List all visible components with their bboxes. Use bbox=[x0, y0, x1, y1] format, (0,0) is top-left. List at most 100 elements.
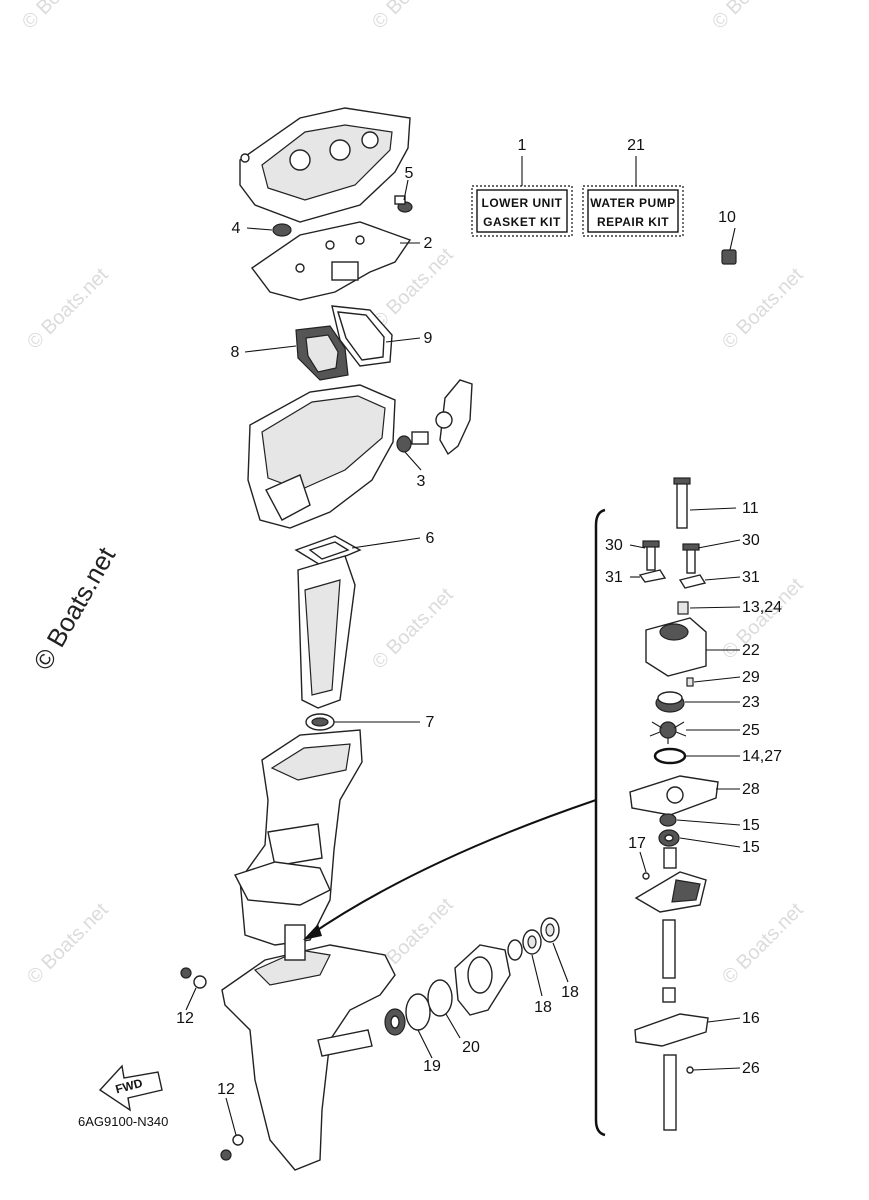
leader-lines bbox=[185, 179, 741, 1136]
watermark: © Boats.net bbox=[368, 0, 458, 34]
callout-12: 12 bbox=[217, 1081, 235, 1098]
watermark: © Boats.net bbox=[23, 899, 113, 989]
part-14-27-oring[interactable] bbox=[653, 747, 687, 765]
watermark-large: © Boats.net bbox=[27, 541, 121, 675]
part-12-bolt-lower[interactable] bbox=[220, 1134, 244, 1161]
part-propeller-housing[interactable] bbox=[454, 939, 523, 1016]
callout-11: 11 bbox=[742, 500, 759, 517]
part-29-pin[interactable] bbox=[686, 677, 694, 687]
part-shaft-lower[interactable] bbox=[663, 1054, 677, 1131]
callout-6: 6 bbox=[426, 530, 435, 547]
callout-label: 21 bbox=[627, 137, 645, 154]
watermark: © Boats.net bbox=[368, 584, 458, 674]
part-bearing[interactable] bbox=[384, 1008, 406, 1036]
part-31-plate-right[interactable] bbox=[678, 574, 707, 589]
callout-26: 26 bbox=[742, 1060, 760, 1077]
callout-label: 1 bbox=[518, 137, 527, 154]
part-lower-housing-upper[interactable] bbox=[247, 384, 396, 529]
part-23-cup[interactable] bbox=[655, 691, 685, 713]
part-26-clip[interactable] bbox=[686, 1066, 694, 1074]
callout-8: 8 bbox=[231, 344, 240, 361]
callout-18: 18 bbox=[561, 984, 579, 1001]
part-pump-base[interactable] bbox=[634, 847, 707, 913]
part-11-bolt[interactable] bbox=[673, 477, 691, 529]
bracket bbox=[594, 508, 606, 1137]
kit-label-line2: GASKET KIT bbox=[483, 215, 561, 229]
callout-31: 31 bbox=[605, 569, 623, 586]
part-upper-casing-top[interactable] bbox=[239, 107, 411, 223]
part-9-gasket[interactable] bbox=[331, 305, 393, 367]
diagram-code: 6AG9100-N340 bbox=[78, 1114, 168, 1129]
part-17-pin[interactable] bbox=[642, 872, 650, 880]
part-2-gasket[interactable] bbox=[251, 221, 412, 301]
callout-14-27: 14,27 bbox=[742, 748, 782, 765]
assembly-arrowhead bbox=[303, 924, 322, 940]
kit-label-line1: WATER PUMP bbox=[590, 196, 675, 210]
callout-13-24: 13,24 bbox=[742, 599, 782, 616]
part-18-seal-a[interactable] bbox=[522, 929, 542, 955]
callout-30: 30 bbox=[605, 537, 623, 554]
part-drive-shaft[interactable] bbox=[662, 919, 676, 1003]
part-30-bolt-left[interactable] bbox=[642, 540, 660, 571]
part-18-seal-b[interactable] bbox=[540, 917, 560, 943]
callout-31: 31 bbox=[742, 569, 760, 586]
part-upper-case-body[interactable] bbox=[233, 729, 363, 946]
callout-4: 4 bbox=[232, 220, 241, 237]
part-3-plug[interactable] bbox=[396, 431, 429, 453]
watermark: © Boats.net bbox=[718, 264, 808, 354]
part-15-seal-upper[interactable] bbox=[659, 813, 677, 827]
watermarks: © Boats.net © Boats.net © Boats.net © Bo… bbox=[18, 0, 808, 989]
callout-5: 5 bbox=[405, 165, 414, 182]
callout-20: 20 bbox=[462, 1039, 480, 1056]
kit-water-pump-repair[interactable]: 21 WATER PUMP REPAIR KIT bbox=[582, 137, 684, 237]
callout-23: 23 bbox=[742, 694, 760, 711]
callout-18: 18 bbox=[534, 999, 552, 1016]
part-7-seal[interactable] bbox=[305, 713, 335, 731]
part-12-bolt-upper[interactable] bbox=[180, 967, 207, 989]
part-5-bolt[interactable] bbox=[394, 195, 413, 213]
callout-9: 9 bbox=[424, 330, 433, 347]
part-cover-side[interactable] bbox=[435, 379, 473, 456]
fwd-arrow: FWD bbox=[98, 1064, 163, 1112]
part-30-bolt-right[interactable] bbox=[682, 543, 700, 574]
watermark: © Boats.net bbox=[18, 0, 108, 34]
part-15-seal-lower[interactable] bbox=[658, 829, 680, 847]
callout-10: 10 bbox=[718, 209, 736, 226]
callout-25: 25 bbox=[742, 722, 760, 739]
callout-15: 15 bbox=[742, 839, 760, 856]
callout-17: 17 bbox=[628, 835, 646, 852]
part-13-24-insert[interactable] bbox=[677, 601, 689, 615]
callout-15: 15 bbox=[742, 817, 760, 834]
callout-28: 28 bbox=[742, 781, 760, 798]
part-lower-case[interactable] bbox=[221, 924, 396, 1171]
watermark: © Boats.net bbox=[23, 264, 113, 354]
watermark: © Boats.net bbox=[708, 0, 798, 34]
kit-label-line1: LOWER UNIT bbox=[482, 196, 563, 210]
part-22-pump-housing[interactable] bbox=[645, 617, 707, 677]
part-31-plate-left[interactable] bbox=[638, 569, 667, 583]
callout-30: 30 bbox=[742, 532, 760, 549]
part-28-plate[interactable] bbox=[629, 775, 719, 816]
part-19-oring[interactable] bbox=[405, 993, 431, 1031]
part-20-oring[interactable] bbox=[427, 979, 453, 1017]
fwd-label: FWD bbox=[114, 1076, 144, 1097]
part-exhaust-tube[interactable] bbox=[297, 555, 356, 709]
part-10-water-tube[interactable] bbox=[680, 249, 737, 465]
part-6-gasket[interactable] bbox=[294, 535, 362, 567]
part-25-impeller[interactable] bbox=[649, 721, 687, 744]
part-4-seal[interactable] bbox=[272, 223, 292, 237]
callout-numbers: 5 4 2 8 9 3 6 7 10 11 30 30 31 31 13,24 … bbox=[176, 165, 782, 1098]
kit-label-line2: REPAIR KIT bbox=[597, 215, 669, 229]
callout-16: 16 bbox=[742, 1010, 760, 1027]
callout-3: 3 bbox=[417, 473, 426, 490]
callout-29: 29 bbox=[742, 669, 760, 686]
callout-19: 19 bbox=[423, 1058, 441, 1075]
callout-7: 7 bbox=[426, 714, 435, 731]
part-8-plate[interactable] bbox=[295, 325, 349, 381]
assembly-arrow bbox=[309, 799, 597, 936]
callout-22: 22 bbox=[742, 642, 760, 659]
kit-lower-unit-gasket[interactable]: 1 LOWER UNIT GASKET KIT bbox=[471, 137, 573, 237]
callout-2: 2 bbox=[424, 235, 433, 252]
part-16-plate[interactable] bbox=[634, 1013, 709, 1047]
